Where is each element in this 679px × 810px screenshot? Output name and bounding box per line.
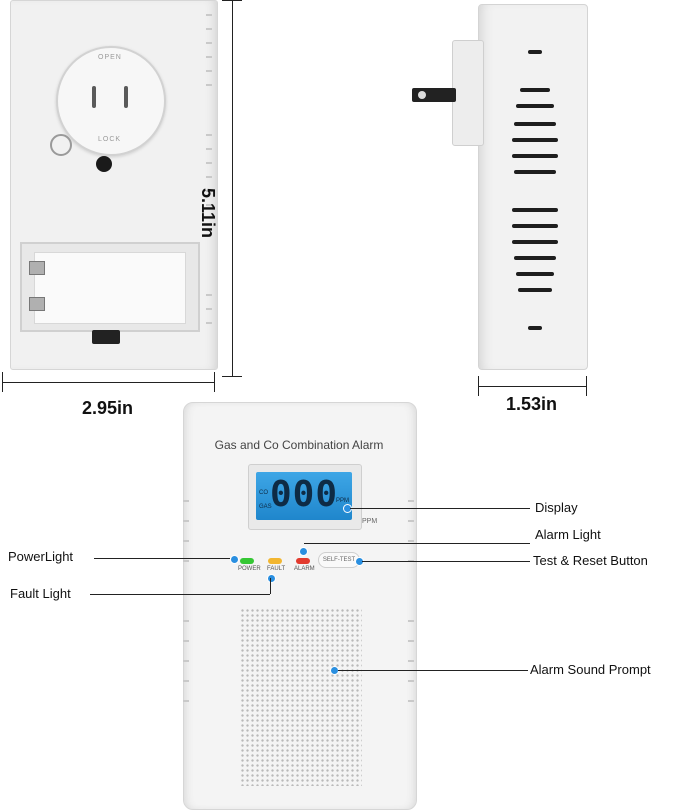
lock-ring bbox=[50, 134, 72, 156]
height-label: 5.11in bbox=[198, 188, 218, 239]
plug-open-label: OPEN bbox=[98, 54, 122, 61]
back-ribs-right bbox=[206, 14, 214, 354]
front-ribs-right bbox=[408, 500, 416, 800]
fault-light-leader-riser bbox=[270, 578, 272, 594]
test-reset-leader-line bbox=[362, 561, 530, 562]
power-light-leader-line bbox=[94, 558, 230, 559]
height-dimension-line bbox=[232, 0, 233, 376]
side-plug-housing bbox=[452, 40, 484, 146]
alarm-sound-leader-line bbox=[338, 670, 528, 671]
plug-prong bbox=[412, 88, 456, 102]
power-led-label: POWER bbox=[238, 566, 261, 572]
battery-bay bbox=[29, 252, 186, 324]
depth-dim-tick-left bbox=[478, 376, 479, 396]
depth-dimension-line bbox=[478, 386, 586, 387]
model-title: Gas and Co Combination Alarm bbox=[214, 438, 384, 452]
ppm-unit-label: PPM bbox=[362, 518, 378, 525]
lcd-label-co: CO bbox=[259, 490, 268, 496]
side-vents bbox=[478, 0, 586, 368]
width-dimension-line bbox=[2, 382, 214, 383]
device-side-view bbox=[478, 4, 588, 370]
self-test-button[interactable]: SELF-TEST bbox=[318, 552, 360, 568]
callout-power-light: PowerLight bbox=[8, 549, 74, 564]
lcd-label-ppm: PPM bbox=[336, 498, 350, 504]
callout-alarm-sound: Alarm Sound Prompt bbox=[530, 662, 651, 677]
width-dim-tick-right bbox=[214, 372, 215, 392]
depth-label: 1.53in bbox=[506, 394, 558, 414]
depth-dim-tick-right bbox=[586, 376, 587, 396]
display-leader-line bbox=[350, 508, 530, 509]
plug-lock-label: LOCK bbox=[98, 136, 122, 143]
alarm-light-leader-line bbox=[304, 543, 530, 544]
rotating-plug-disc: OPEN LOCK bbox=[56, 46, 166, 156]
alarm-led bbox=[296, 558, 310, 564]
front-ribs-left bbox=[183, 500, 191, 800]
callout-alarm-light: Alarm Light bbox=[535, 527, 601, 542]
lcd-digits: 000 bbox=[270, 474, 339, 515]
fault-led bbox=[268, 558, 282, 564]
height-dim-tick-top bbox=[222, 0, 242, 1]
alarm-led-label: ALARM bbox=[294, 566, 315, 572]
fault-light-leader-line bbox=[90, 594, 270, 595]
battery-latch bbox=[92, 330, 120, 344]
lcd-label-gas: GAS bbox=[259, 504, 272, 510]
power-led bbox=[240, 558, 254, 564]
alarm-light-callout-dot bbox=[299, 547, 308, 556]
power-light-callout-dot bbox=[230, 555, 239, 564]
lcd-display: CO GAS PPM bbox=[256, 472, 352, 520]
width-label: 2.95in bbox=[82, 398, 134, 418]
width-dim-tick-left bbox=[2, 372, 3, 392]
callout-test-reset: Test & Reset Button bbox=[533, 553, 648, 568]
height-dim-tick-bottom bbox=[222, 376, 242, 377]
fault-light-callout-dot bbox=[267, 574, 276, 583]
callout-fault-light: Fault Light bbox=[10, 586, 71, 601]
fault-led-label: FAULT bbox=[267, 566, 286, 572]
callout-display: Display bbox=[535, 500, 578, 515]
speaker-grille bbox=[240, 608, 362, 786]
mounting-hole bbox=[96, 156, 112, 172]
